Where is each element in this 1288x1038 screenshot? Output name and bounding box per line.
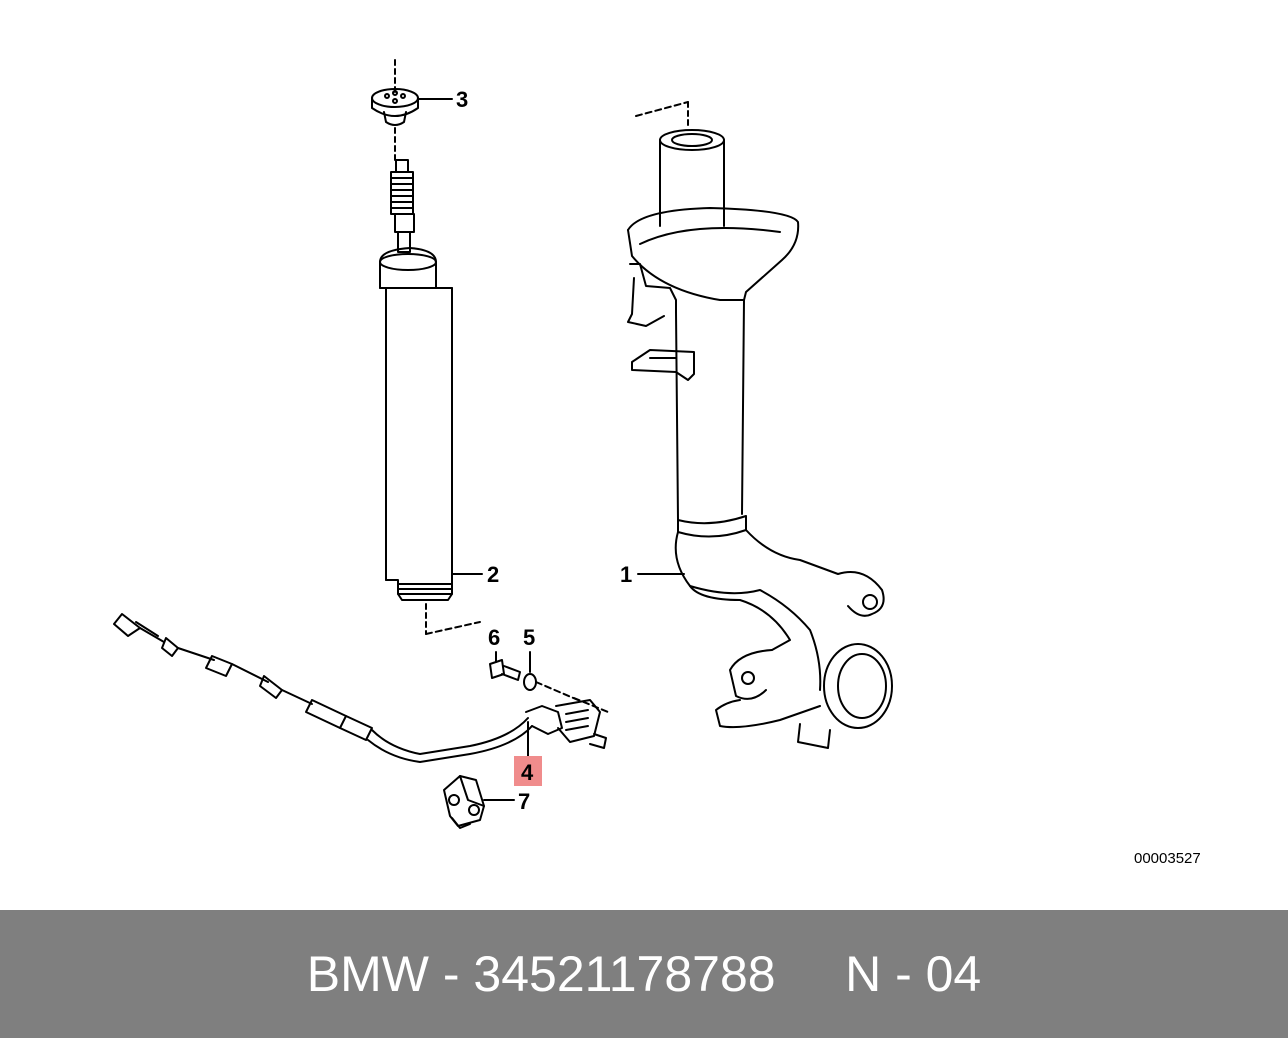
- clip-part-7: [443, 775, 515, 829]
- callout-3[interactable]: 3: [456, 87, 468, 112]
- callout-4[interactable]: 4: [521, 760, 534, 785]
- callout-1[interactable]: 1: [620, 562, 632, 587]
- callout-7[interactable]: 7: [518, 789, 530, 814]
- washer-part-5: [523, 651, 579, 701]
- part-number: 34521178788: [473, 946, 776, 1002]
- spacer: [776, 945, 845, 1003]
- part-footer-bar: BMW - 34521178788 N - 04: [0, 910, 1288, 1038]
- abs-sensor-part-4: [113, 613, 609, 763]
- drawing-code: 00003527: [1134, 850, 1201, 867]
- strut-housing-part-1: [627, 101, 893, 749]
- callout-5[interactable]: 5: [523, 625, 535, 650]
- shock-absorber-part-2: [379, 127, 483, 635]
- parts-diagram: 3 2 1 6 5 4 7 00003527: [113, 59, 1201, 867]
- callout-2[interactable]: 2: [487, 562, 499, 587]
- brand-label: BMW: [306, 946, 429, 1002]
- strut-mount-part-3: [371, 59, 453, 126]
- separator: -: [428, 946, 474, 1002]
- highlight-box: [514, 756, 542, 786]
- callout-6[interactable]: 6: [488, 625, 500, 650]
- bolt-part-6: [489, 651, 521, 681]
- position-label: N - 04: [845, 946, 982, 1002]
